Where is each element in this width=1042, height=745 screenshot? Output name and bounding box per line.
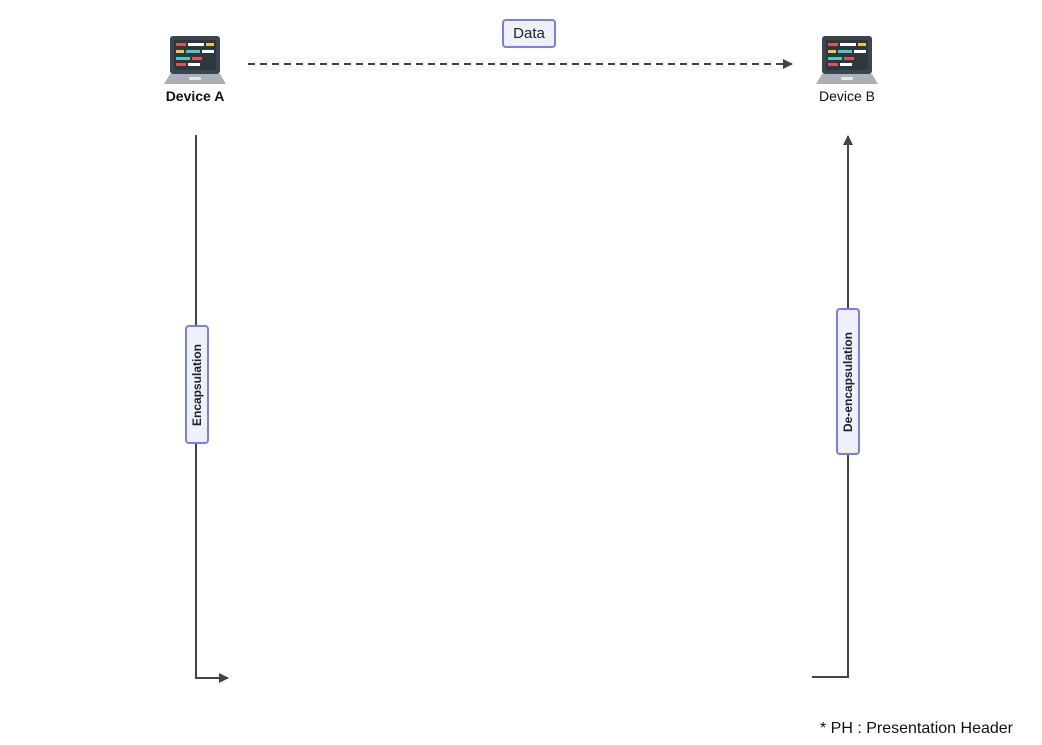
device-b: Device B: [787, 36, 907, 104]
encapsulation-path: [195, 135, 229, 683]
encapsulation-tag: Encapsulation: [185, 325, 209, 444]
device-a: Device A: [135, 36, 255, 104]
device-a-label: Device A: [165, 88, 225, 104]
data-tag: Data: [502, 19, 556, 48]
deencapsulation-label: De-encapsulation: [841, 331, 855, 432]
footnote: * PH : Presentation Header: [820, 720, 1013, 737]
laptop-icon: [164, 36, 226, 84]
device-b-label: Device B: [818, 88, 876, 104]
deencapsulation-tag: De-encapsulation: [836, 308, 860, 455]
encapsulation-label: Encapsulation: [190, 343, 205, 426]
laptop-icon: [816, 36, 878, 84]
